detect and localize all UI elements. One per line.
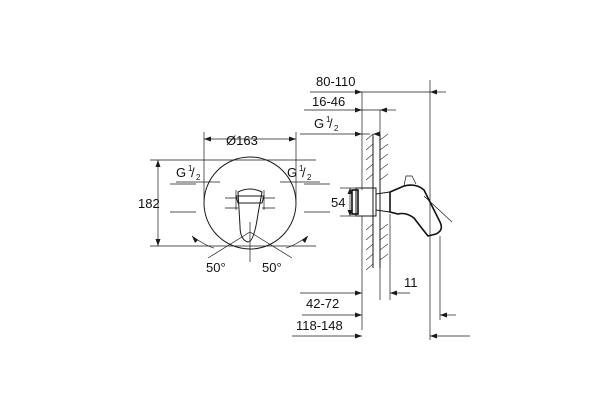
angle-label-left: 50° [206,260,226,275]
svg-text:1: 1 [326,115,331,124]
thread-label-left: G 1 / 2 [176,164,220,183]
wall-section [365,133,389,271]
body-height-label: 54 [331,195,345,210]
side-thread-label: G 1 / 2 [314,115,339,133]
projection-total-label: 118-148 [296,318,343,333]
svg-text:/: / [329,116,333,131]
diameter-label: Ø163 [226,133,258,148]
svg-text:/: / [191,165,195,180]
svg-text:G: G [314,116,324,131]
angle-label-right: 50° [262,260,282,275]
handle-profile [389,184,443,237]
side-view: 80-110 16-46 G 1 / 2 54 11 42-72 [292,74,470,340]
depth-wall-label: 16-46 [312,94,345,109]
depth-total-label: 80-110 [316,74,356,89]
concealed-body [355,187,377,217]
svg-text:2: 2 [334,124,339,133]
svg-text:1: 1 [188,164,193,173]
svg-text:1: 1 [299,164,304,173]
thread-label-right: G 1 / 2 [280,164,320,183]
projection-min-label: 42-72 [306,296,339,311]
mixer-handle [237,188,263,243]
svg-text:G: G [176,165,186,180]
svg-text:/: / [302,165,306,180]
height-label: 182 [138,196,160,211]
projection-gap-label: 11 [404,275,418,290]
svg-text:G: G [287,165,297,180]
svg-text:2: 2 [196,173,201,182]
front-view: Ø163 182 G 1 / 2 G 1 / 2 [138,132,330,275]
svg-text:2: 2 [307,173,312,182]
